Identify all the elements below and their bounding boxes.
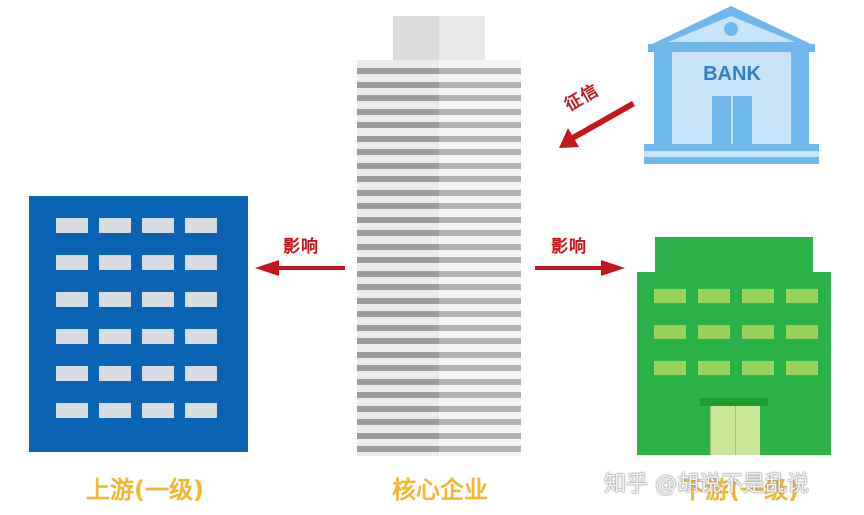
window <box>142 218 174 233</box>
window <box>185 255 217 270</box>
window <box>99 403 131 418</box>
bank-column-left <box>654 52 672 144</box>
window <box>99 329 131 344</box>
downstream-door-canopy <box>700 398 768 406</box>
window <box>185 329 217 344</box>
window <box>786 325 818 339</box>
caption-core: 核心企业 <box>392 476 488 504</box>
window <box>142 366 174 381</box>
window <box>654 289 686 303</box>
window <box>142 292 174 307</box>
window <box>56 329 88 344</box>
window <box>698 289 730 303</box>
downstream-building-top <box>655 237 813 273</box>
window <box>185 366 217 381</box>
arrow-right <box>535 260 625 276</box>
bank-sign: BANK <box>703 63 761 85</box>
window <box>698 361 730 375</box>
watermark: 知乎 @胡说不是乱说 <box>604 472 809 497</box>
window <box>56 255 88 270</box>
downstream-door <box>710 406 760 455</box>
downstream-building-windows <box>654 289 818 375</box>
window <box>185 218 217 233</box>
core-tower <box>357 60 521 456</box>
arrow-left <box>255 260 345 276</box>
window <box>786 289 818 303</box>
core-tower-floors <box>357 68 521 456</box>
caption-upstream: 上游(一级) <box>86 476 204 504</box>
window <box>56 292 88 307</box>
window <box>654 325 686 339</box>
window <box>142 403 174 418</box>
bank-building: BANK <box>644 6 819 164</box>
upstream-building-windows <box>56 218 217 418</box>
window <box>654 361 686 375</box>
upstream-building <box>29 196 248 452</box>
window <box>742 361 774 375</box>
arrow-left-label: 影响 <box>283 237 319 257</box>
window <box>56 366 88 381</box>
window <box>742 325 774 339</box>
arrow-credit <box>559 101 635 148</box>
window <box>56 403 88 418</box>
window <box>99 366 131 381</box>
window <box>142 329 174 344</box>
window <box>99 255 131 270</box>
window <box>99 218 131 233</box>
window <box>185 292 217 307</box>
window <box>742 289 774 303</box>
caption-downstream: 下游(一级) <box>681 476 799 504</box>
window <box>99 292 131 307</box>
window <box>786 361 818 375</box>
window <box>56 218 88 233</box>
window <box>185 403 217 418</box>
window <box>142 255 174 270</box>
core-tower-top <box>393 16 485 64</box>
bank-column-right <box>791 52 809 144</box>
arrow-right-label: 影响 <box>551 237 587 257</box>
window <box>698 325 730 339</box>
